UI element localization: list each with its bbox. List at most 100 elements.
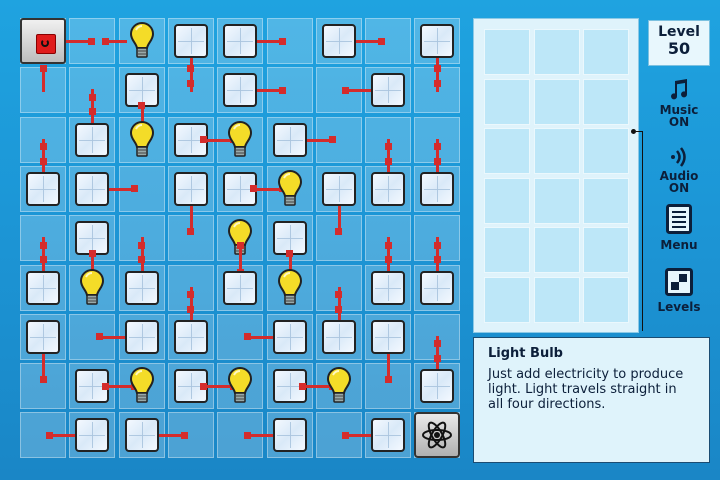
- palette-slot[interactable]: [533, 227, 580, 273]
- mirror-tile[interactable]: [371, 319, 406, 354]
- light-bulb-icon[interactable]: [275, 169, 305, 209]
- mirror-tile[interactable]: [173, 171, 208, 206]
- mirror-tile[interactable]: [272, 319, 307, 354]
- mirror-tile[interactable]: [75, 171, 110, 206]
- light-bulb-icon[interactable]: [127, 120, 157, 160]
- wire-segment: [304, 138, 333, 142]
- palette-slot[interactable]: [533, 29, 580, 75]
- mirror-tile[interactable]: [173, 24, 208, 58]
- mirror-tile[interactable]: [371, 418, 406, 453]
- wire-stub: [436, 335, 440, 339]
- power-button-icon: [36, 34, 56, 54]
- palette-slot[interactable]: [484, 29, 530, 75]
- palette-slot[interactable]: [583, 177, 629, 224]
- mirror-tile[interactable]: [223, 270, 258, 305]
- power-source-icon[interactable]: [20, 18, 66, 64]
- palette-slot[interactable]: [583, 276, 629, 323]
- mirror-tile[interactable]: [321, 319, 356, 354]
- light-bulb-icon[interactable]: [127, 366, 157, 406]
- board-cell[interactable]: [20, 363, 66, 410]
- light-bulb-icon[interactable]: [324, 366, 354, 406]
- level-number: 50: [667, 39, 691, 58]
- mirror-tile[interactable]: [26, 171, 60, 206]
- music-toggle-button[interactable]: Music ON: [648, 78, 710, 128]
- mirror-tile[interactable]: [124, 319, 159, 354]
- palette-slot[interactable]: [583, 227, 629, 273]
- light-bulb-icon[interactable]: [225, 120, 255, 160]
- mirror-tile[interactable]: [420, 171, 455, 206]
- wire-segment: [288, 252, 292, 273]
- wire-segment: [246, 335, 275, 339]
- wire-segment: [255, 89, 284, 93]
- wire-stub: [42, 237, 45, 241]
- wire-stub: [436, 237, 440, 241]
- wire-stub: [91, 89, 95, 93]
- light-bulb-icon[interactable]: [127, 21, 157, 61]
- mirror-tile[interactable]: [124, 270, 159, 305]
- mirror-tile[interactable]: [26, 270, 60, 305]
- mirror-tile[interactable]: [223, 73, 258, 108]
- wire-end: [433, 142, 441, 150]
- levels-label: Levels: [657, 300, 701, 314]
- mirror-tile[interactable]: [124, 418, 159, 453]
- mirror-tile[interactable]: [420, 369, 455, 404]
- board-cell[interactable]: [266, 18, 313, 64]
- board-cell[interactable]: [118, 165, 165, 212]
- wire-segment: [42, 145, 45, 174]
- mirror-tile[interactable]: [75, 122, 110, 157]
- scroll-handle[interactable]: [631, 129, 636, 134]
- palette-slot[interactable]: [484, 78, 530, 125]
- palette-slot[interactable]: [583, 78, 629, 125]
- menu-label: Menu: [660, 238, 698, 252]
- mirror-tile[interactable]: [371, 73, 406, 108]
- audio-label: Audio ON: [659, 169, 699, 195]
- levels-button[interactable]: Levels: [648, 268, 710, 313]
- mirror-tile[interactable]: [371, 270, 406, 305]
- palette-slot[interactable]: [583, 128, 629, 174]
- mirror-tile[interactable]: [272, 418, 307, 453]
- mirror-tile[interactable]: [173, 319, 208, 354]
- board-cell[interactable]: [315, 67, 362, 114]
- palette-slot[interactable]: [484, 227, 530, 273]
- wire-end: [328, 136, 336, 144]
- audio-toggle-button[interactable]: Audio ON: [648, 146, 710, 194]
- mirror-tile[interactable]: [420, 270, 455, 305]
- mirror-tile[interactable]: [26, 319, 60, 354]
- light-bulb-icon[interactable]: [225, 366, 255, 406]
- atom-icon[interactable]: [414, 412, 461, 459]
- mirror-tile[interactable]: [371, 171, 406, 206]
- info-title: Light Bulb: [488, 346, 563, 361]
- piece-palette[interactable]: [473, 18, 639, 333]
- mirror-tile[interactable]: [321, 171, 356, 206]
- wire-end: [39, 375, 47, 383]
- palette-slot[interactable]: [533, 128, 580, 174]
- mirror-tile[interactable]: [321, 24, 356, 58]
- wire-end: [433, 65, 441, 73]
- palette-slot[interactable]: [533, 276, 580, 323]
- mirror-tile[interactable]: [420, 24, 455, 58]
- mirror-tile[interactable]: [223, 24, 258, 58]
- light-bulb-icon[interactable]: [77, 268, 107, 308]
- palette-slot[interactable]: [533, 78, 580, 125]
- level-label: Level: [658, 24, 700, 40]
- palette-slot[interactable]: [484, 276, 530, 323]
- wire-segment: [252, 187, 275, 191]
- wire-segment: [203, 138, 226, 142]
- menu-button[interactable]: Menu: [648, 204, 710, 251]
- palette-slot[interactable]: [484, 177, 530, 224]
- music-label: Music ON: [659, 103, 699, 129]
- mirror-tile[interactable]: [75, 418, 110, 453]
- wire-segment: [387, 145, 391, 174]
- wire-stub: [140, 237, 144, 241]
- wire-segment: [189, 293, 193, 322]
- light-bulb-icon[interactable]: [275, 268, 305, 308]
- palette-slot[interactable]: [533, 177, 580, 224]
- wire-segment: [436, 244, 440, 273]
- scroll-track[interactable]: [642, 131, 643, 331]
- palette-slot[interactable]: [484, 128, 530, 174]
- palette-slot[interactable]: [583, 29, 629, 75]
- mirror-tile[interactable]: [272, 122, 307, 157]
- menu-list-icon: [666, 204, 692, 234]
- scroll-connector: [636, 131, 643, 132]
